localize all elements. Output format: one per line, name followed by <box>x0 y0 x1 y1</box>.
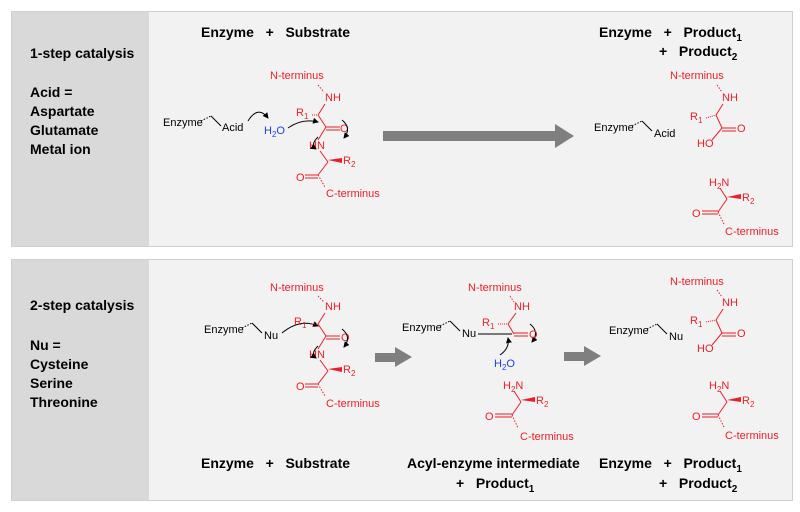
p2-middle-label: Acyl-enzyme intermediate <box>407 455 580 471</box>
svg-text:N-terminus: N-terminus <box>270 282 324 294</box>
svg-text:O: O <box>737 123 746 135</box>
catalyst-metal-ion: Metal ion <box>30 141 91 157</box>
svg-text:O: O <box>692 208 701 220</box>
svg-text:H2N: H2N <box>503 380 523 394</box>
p1-enzyme-acid: Enzyme Acid <box>163 115 243 134</box>
two-step-title: 2-step catalysis <box>30 297 135 313</box>
svg-text:R2: R2 <box>343 155 356 169</box>
svg-text:HN: HN <box>309 349 325 361</box>
acid-label: Acid = <box>30 84 73 100</box>
svg-text:NH: NH <box>722 92 738 104</box>
p1-enzyme-acid-product: Enzyme Acid <box>594 120 675 140</box>
two-step-sidebar: 2-step catalysis Nu = Cysteine Serine Th… <box>12 260 149 500</box>
svg-text:R1: R1 <box>296 107 309 121</box>
p2-acyl-enzyme: Enzyme Nu H2O <box>402 320 538 372</box>
svg-text:H2N: H2N <box>709 380 729 394</box>
svg-text:Acid: Acid <box>222 122 243 134</box>
svg-text:Nu: Nu <box>669 331 683 343</box>
svg-text:HN: HN <box>309 140 325 152</box>
catalyst-serine: Serine <box>30 375 73 391</box>
p2-right-label-2: + Product2 <box>659 475 738 495</box>
svg-text:N-terminus: N-terminus <box>270 70 324 82</box>
p1-right-label-2: + Product2 <box>659 43 738 63</box>
svg-text:R1: R1 <box>482 317 495 331</box>
svg-text:N-terminus: N-terminus <box>468 282 522 294</box>
svg-text:O: O <box>692 411 701 423</box>
p2-product2-structure: H2N R2 O C-terminus <box>692 380 779 442</box>
svg-text:Enzyme: Enzyme <box>204 324 244 336</box>
svg-text:O: O <box>341 332 350 344</box>
p1-reaction-arrow <box>383 124 574 148</box>
svg-text:O: O <box>529 329 538 341</box>
p2-right-label: Enzyme + Product1 <box>599 455 742 475</box>
p2-enzyme-nu: Enzyme Nu <box>204 321 319 342</box>
svg-text:C-terminus: C-terminus <box>725 430 779 442</box>
svg-text:NH: NH <box>325 301 341 313</box>
one-step-sidebar: 1-step catalysis Acid = Aspartate Glutam… <box>12 12 149 246</box>
svg-text:R2: R2 <box>742 192 755 206</box>
svg-text:O: O <box>340 123 349 135</box>
p2-intermediate-product1: H2N R2 O C-terminus <box>485 380 574 443</box>
svg-text:Enzyme: Enzyme <box>163 117 203 129</box>
svg-text:O: O <box>296 172 305 184</box>
svg-text:C-terminus: C-terminus <box>725 226 779 238</box>
p1-water: H2O <box>247 111 319 139</box>
svg-text:HO: HO <box>697 138 714 150</box>
svg-text:C-terminus: C-terminus <box>326 398 380 410</box>
svg-text:Acid: Acid <box>654 128 675 140</box>
p2-middle-label-2: + Product1 <box>456 475 535 495</box>
p2-left-label: Enzyme + Substrate <box>201 455 351 471</box>
two-step-panel: 2-step catalysis Nu = Cysteine Serine Th… <box>11 259 793 501</box>
one-step-title: 1-step catalysis <box>30 45 135 61</box>
svg-text:R1: R1 <box>294 316 307 330</box>
svg-text:R1: R1 <box>690 111 703 125</box>
catalyst-glutamate: Glutamate <box>30 122 99 138</box>
p2-reaction-arrow-2 <box>564 346 601 366</box>
p1-product1-structure: N-terminus NH R1 O HO <box>670 70 746 150</box>
p1-product2-structure: H2N R2 O C-terminus <box>692 177 779 238</box>
svg-text:Nu: Nu <box>462 328 476 340</box>
one-step-panel: 1-step catalysis Acid = Aspartate Glutam… <box>11 11 793 247</box>
p2-enzyme-nu-product: Enzyme Nu <box>609 323 683 343</box>
catalyst-aspartate: Aspartate <box>30 103 95 119</box>
svg-text:N-terminus: N-terminus <box>670 70 724 82</box>
svg-text:R2: R2 <box>742 395 755 409</box>
svg-text:H2O: H2O <box>494 358 515 372</box>
svg-text:C-terminus: C-terminus <box>326 188 380 200</box>
svg-text:Enzyme: Enzyme <box>594 122 634 134</box>
p2-reaction-arrow-1 <box>375 347 412 367</box>
p1-left-label: Enzyme + Substrate <box>201 24 351 40</box>
svg-text:R1: R1 <box>690 315 703 329</box>
svg-text:NH: NH <box>514 301 530 313</box>
svg-text:N-terminus: N-terminus <box>670 276 724 288</box>
p1-substrate: N-terminus NH R1 O HN R2 O C-terminus <box>270 70 380 200</box>
svg-text:C-terminus: C-terminus <box>520 431 574 443</box>
nucleophile-label: Nu = <box>30 337 61 353</box>
svg-text:HO: HO <box>697 343 714 355</box>
p2-product1-structure: N-terminus NH R1 O HO <box>670 276 746 355</box>
svg-text:O: O <box>485 411 494 423</box>
svg-text:Nu: Nu <box>264 330 278 342</box>
p2-substrate: N-terminus NH R1 O HN R2 O C-terminus <box>270 282 380 410</box>
svg-text:Enzyme: Enzyme <box>402 322 442 334</box>
svg-text:H2N: H2N <box>709 177 729 191</box>
svg-text:O: O <box>296 381 305 393</box>
svg-text:NH: NH <box>325 92 341 104</box>
catalyst-cysteine: Cysteine <box>30 356 89 372</box>
svg-text:Enzyme: Enzyme <box>609 325 649 337</box>
svg-text:R2: R2 <box>343 364 356 378</box>
svg-text:H2O: H2O <box>264 125 285 139</box>
svg-text:R2: R2 <box>536 395 549 409</box>
p1-right-label: Enzyme + Product1 <box>599 24 742 44</box>
svg-text:NH: NH <box>722 297 738 309</box>
svg-text:O: O <box>737 328 746 340</box>
catalyst-threonine: Threonine <box>30 394 98 410</box>
p2-intermediate-substrate: N-terminus NH R1 O <box>468 282 538 341</box>
